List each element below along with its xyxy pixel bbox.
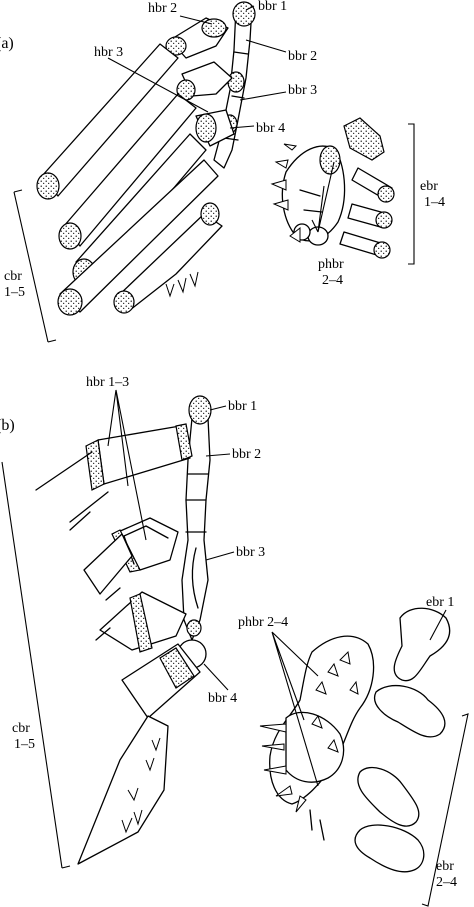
panel-b-leader-lines — [107, 389, 447, 787]
panel-a-label-bbr2: bbr 2 — [288, 49, 317, 64]
panel-b-epibranchials — [354, 607, 451, 873]
panel-a-label-ebr-line1: ebr — [420, 179, 438, 194]
panel-b-label-bbr3: bbr 3 — [236, 545, 265, 560]
panel-a-label-hbr3: hbr 3 — [94, 45, 123, 60]
panel-b-label-phbr24: phbr 2–4 — [238, 615, 288, 630]
panel-b-pharyngobranchials — [259, 635, 375, 841]
panel-a-label-cbr-line2: 1–5 — [4, 285, 25, 300]
panel-b-label-bbr1: bbr 1 — [228, 399, 257, 414]
panel-a-label-phbr-line2: 2–4 — [322, 273, 343, 288]
panel-b-bbr1-cartilage — [188, 395, 212, 425]
panel-a-brackets — [13, 123, 415, 343]
panel-a: (a) — [0, 0, 445, 343]
panel-b-label: (b) — [0, 417, 15, 434]
panel-b-label-ebr24-line2: 2–4 — [436, 875, 457, 890]
panel-b-label-cbr-line2: 1–5 — [14, 737, 35, 752]
panel-b-label-ebr1: ebr 1 — [426, 595, 454, 610]
panel-a-label-bbr3: bbr 3 — [288, 83, 317, 98]
panel-a-label-hbr2: hbr 2 — [148, 1, 177, 16]
panel-a-bbr1-cartilage — [232, 1, 256, 27]
panel-b-label-bbr2: bbr 2 — [232, 447, 261, 462]
panel-b-label-hbr13: hbr 1–3 — [86, 375, 129, 390]
panel-a-ceratobranchials — [36, 43, 223, 316]
panel-a-label-phbr-line1: phbr — [318, 257, 344, 272]
panel-b-brackets — [1, 461, 469, 907]
panel-a-label-bbr1: bbr 1 — [258, 0, 287, 14]
panel-a-epibranchials — [339, 117, 395, 259]
panel-a-pharyngobranchials — [270, 143, 346, 246]
panel-a-label-cbr-line1: cbr — [4, 269, 22, 284]
panel-b-basibranchial-column — [177, 395, 212, 669]
panel-a-label: (a) — [0, 35, 14, 52]
panel-a-label-ebr-line2: 1–4 — [424, 195, 445, 210]
panel-a-leader-lines — [107, 5, 335, 233]
panel-b-label-bbr4: bbr 4 — [208, 691, 237, 706]
panel-b-ceratobranchials — [35, 451, 201, 865]
panel-a-hypobranchials — [165, 17, 235, 147]
panel-b-label-ebr24-line1: ebr — [436, 859, 454, 874]
panel-b: (b) — [0, 375, 469, 907]
panel-a-label-bbr4: bbr 4 — [256, 121, 285, 136]
panel-b-hypobranchials — [85, 423, 193, 573]
panel-b-label-cbr-line1: cbr — [12, 721, 30, 736]
